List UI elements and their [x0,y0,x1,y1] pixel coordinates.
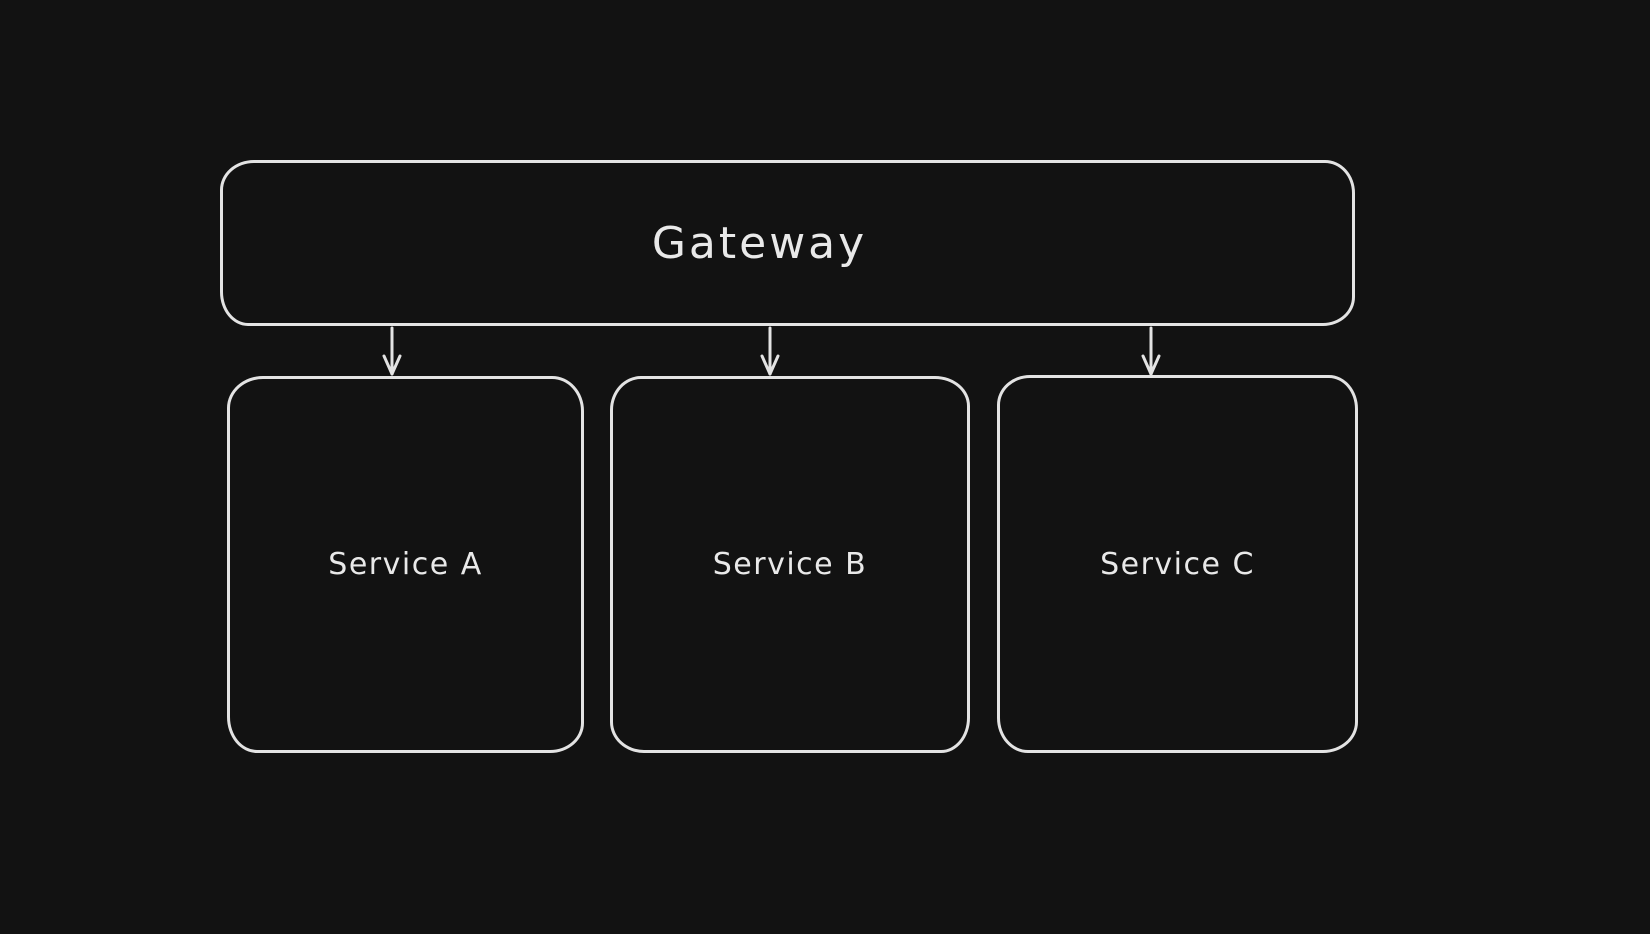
service-c-node[interactable]: Service C [997,375,1358,753]
gateway-label: Gateway [651,217,868,269]
arrow-head-left [382,354,394,376]
arrow-head-right [390,354,402,376]
arrow-gateway-to-service-b-icon[interactable] [752,326,788,377]
service-c-label: Service C [1100,546,1255,582]
service-a-node[interactable]: Service A [227,376,584,753]
service-a-label: Service A [328,547,483,582]
arrow-head-right [1149,354,1161,376]
service-b-node[interactable]: Service B [610,376,970,753]
service-b-label: Service B [712,547,868,582]
arrow-gateway-to-service-a-icon[interactable] [374,326,410,377]
arrow-head-right [768,354,780,376]
arrow-head-left [760,354,772,376]
arrow-head-left [1141,354,1153,376]
gateway-node[interactable]: Gateway [220,160,1355,326]
arrow-gateway-to-service-c-icon[interactable] [1133,326,1169,377]
